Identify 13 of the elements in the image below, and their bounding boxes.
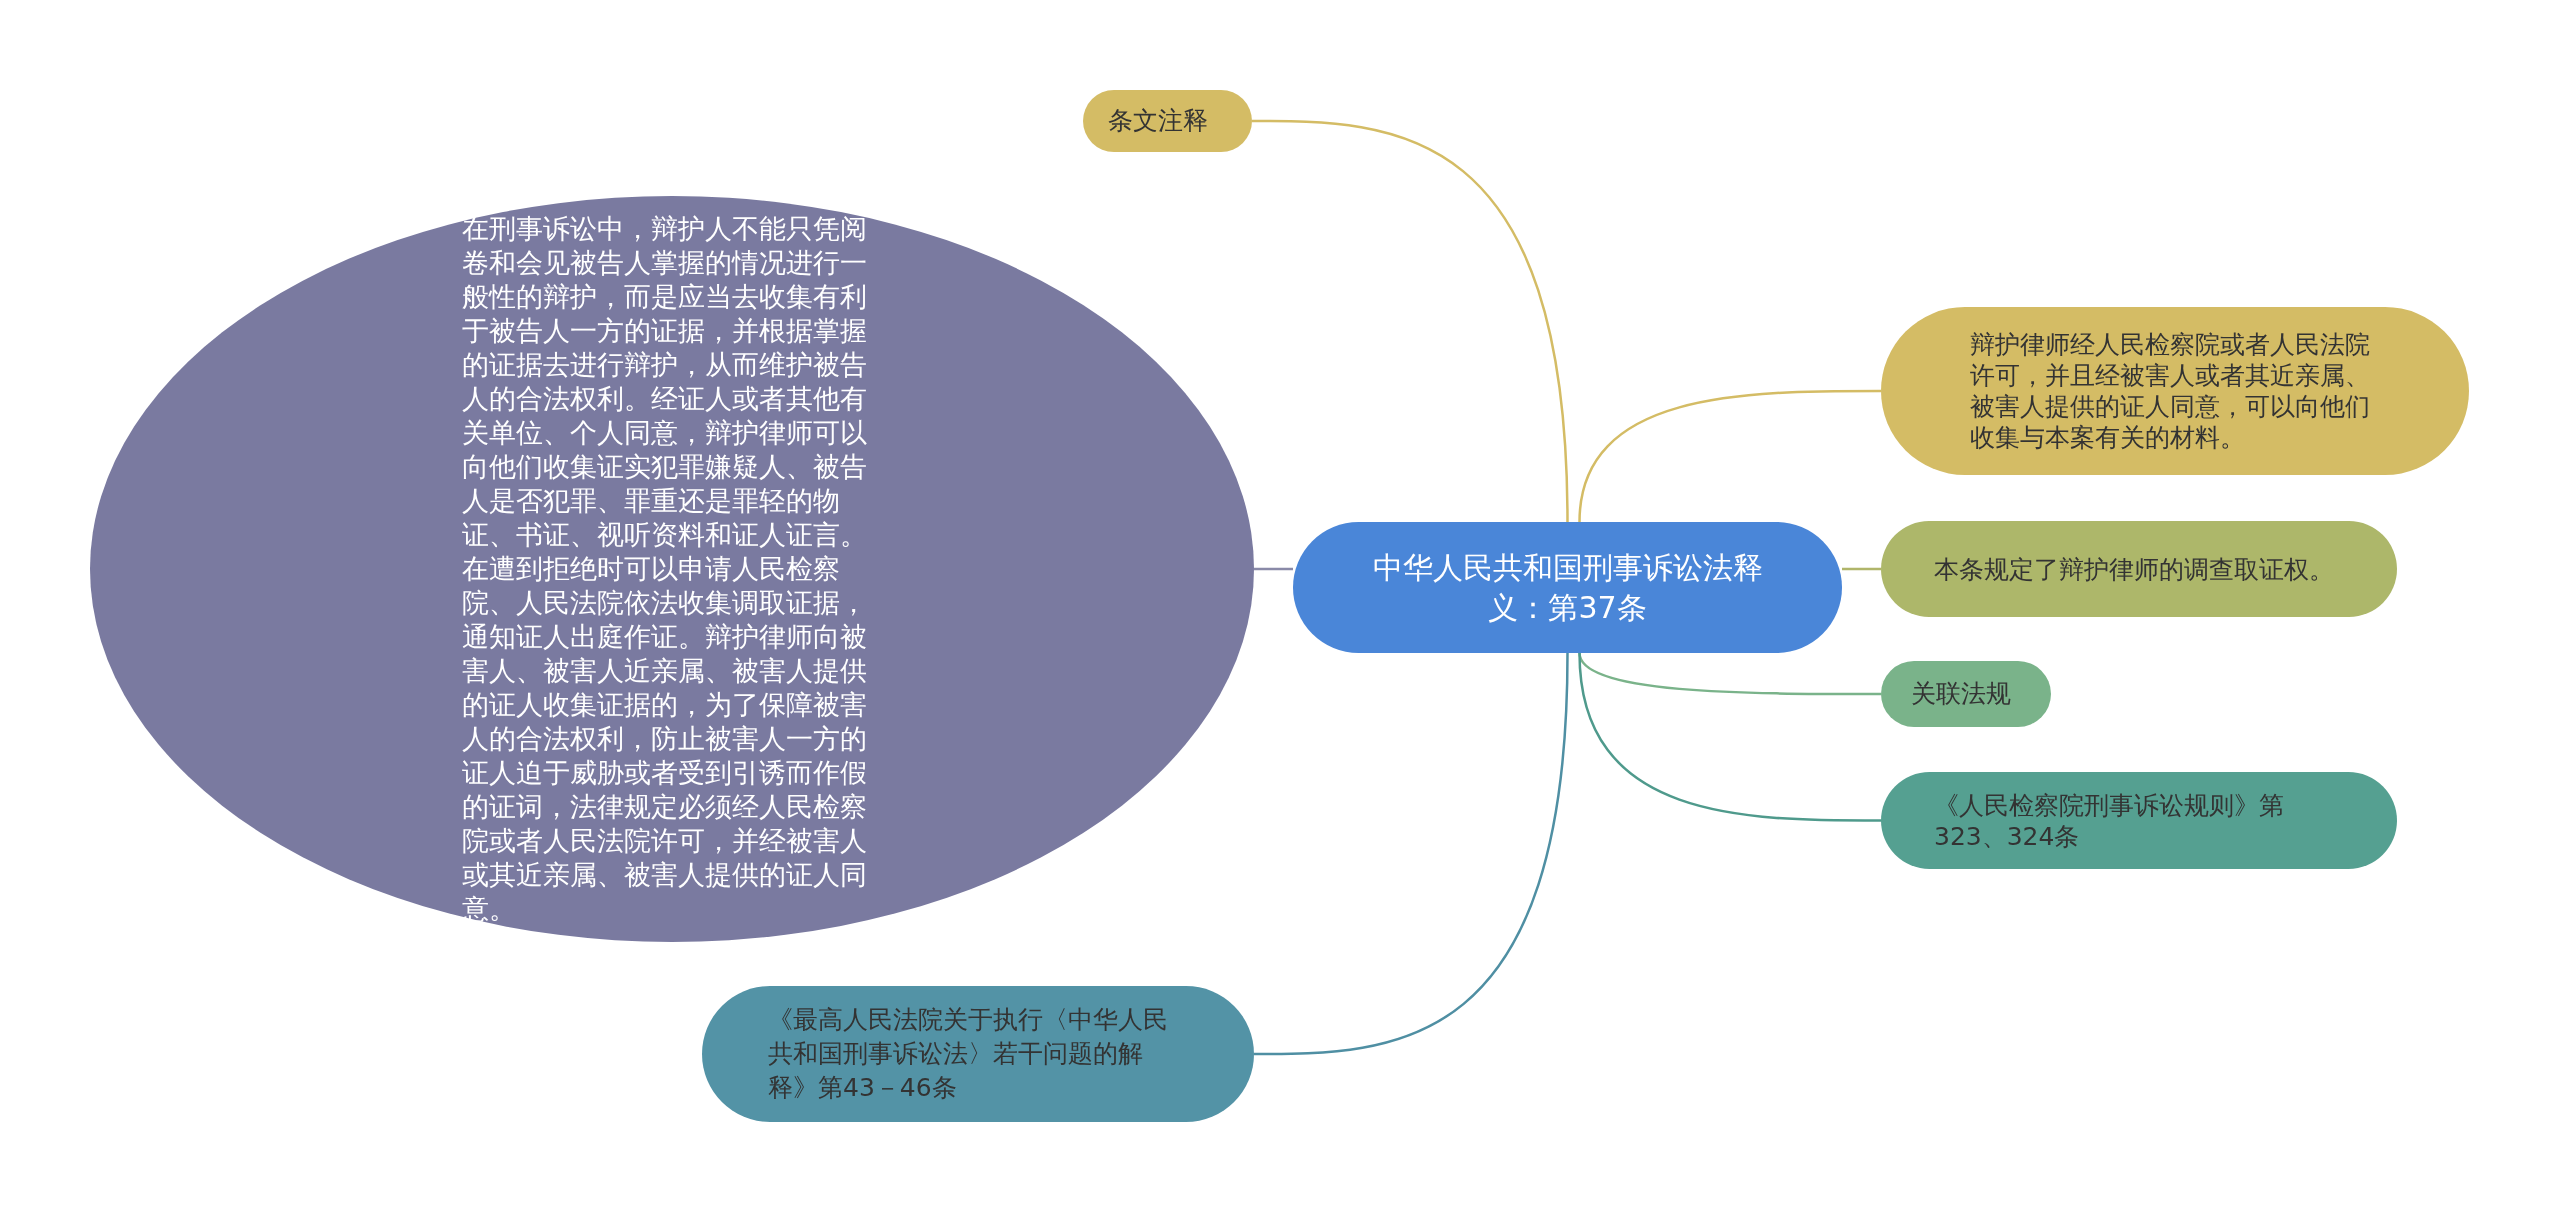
- topic-bubble: 《人民检察院刑事诉讼规则》第323、324条: [1881, 772, 2397, 869]
- topic-bubble: 条文注释: [1083, 90, 1252, 152]
- connector-line: [1842, 567, 1881, 571]
- topic-bubble: 本条规定了辩护律师的调查取证权。: [1881, 521, 2397, 617]
- topic-bubble: 关联法规: [1881, 661, 2051, 727]
- topic-bubble: 中华人民共和国刑事诉讼法释义：第37条: [1293, 522, 1842, 653]
- connector-line: [1252, 119, 1569, 523]
- connector-line: [1254, 652, 1569, 1056]
- connector-line: [1578, 652, 1881, 822]
- connector-line: [1254, 567, 1293, 571]
- topic-bubble: 《最高人民法院关于执行〈中华人民共和国刑事诉讼法〉若干问题的解释》第43－46条: [702, 986, 1254, 1122]
- connector-line: [1578, 389, 1881, 523]
- topic-bubble: 辩护律师经人民检察院或者人民法院许可，并且经被害人或者其近亲属、被害人提供的证人同意，可以向他们收集与本案有关的材料。: [1881, 307, 2469, 475]
